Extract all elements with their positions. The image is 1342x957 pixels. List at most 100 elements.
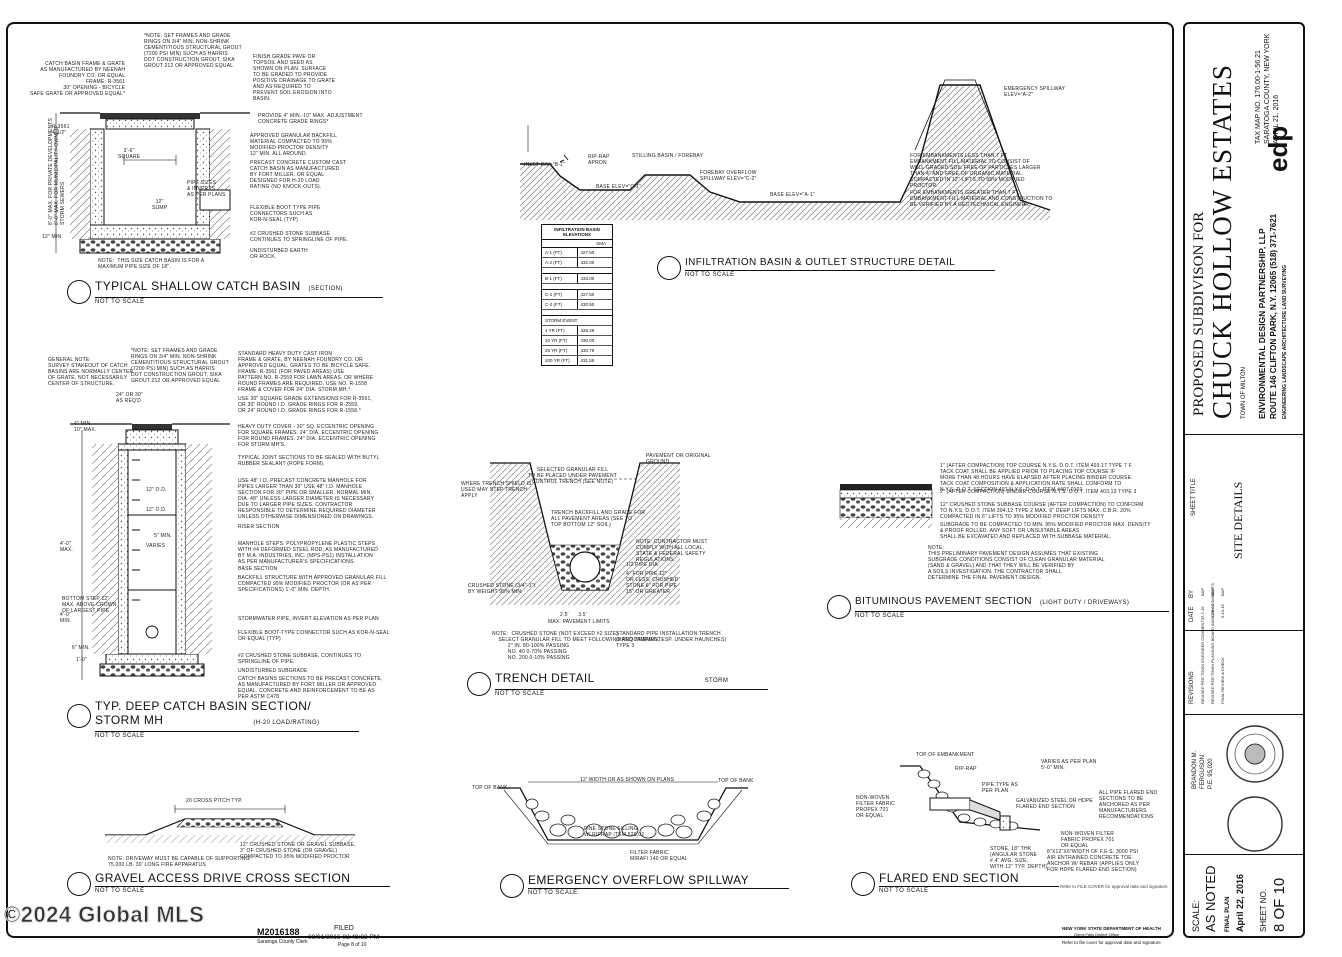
table-cell: 430.78 [576, 346, 613, 355]
tr-std-note: STANDARD PIPE INSTALLATION TRENCH (HAND … [616, 631, 727, 649]
tr-backfill-note: TRENCH BACKFILL AND GRADE FOR ALL PAVEME… [551, 510, 646, 528]
tr-stone-note: CRUSHED STONE (3/4"-1") BY WEIGHT 95% MI… [468, 583, 536, 595]
deep-base-note: BASE SECTION [238, 566, 278, 572]
seal-cell [1185, 714, 1303, 854]
deep-general-note: GENERAL NOTE: SURVEY STAKEOUT OF CATCH B… [48, 357, 134, 387]
engineer-name: BRANDON M. FERGUSON P.E. 95,020 [1192, 750, 1214, 789]
fe-all-note: ALL PIPE FLARED END SECTIONS TO BE ANCHO… [1099, 790, 1158, 820]
trench-detail-drawing [490, 462, 680, 605]
filed-page: Page 8 of 10 [338, 942, 367, 948]
sp-fabric-note: FILTER FABRIC MIRAFI 140 OR EQUAL [630, 850, 688, 862]
scale-note: NOT TO SCALE [95, 299, 145, 305]
tr-fill-note: SELECTED GRANULAR FILL TO BE PLACED UNDE… [528, 467, 618, 485]
detail-marker [500, 874, 524, 898]
final-plan-date: April 22, 2016 [1235, 873, 1245, 932]
table-cell: 427.50 [576, 248, 613, 257]
revision-row: BAP [1220, 587, 1225, 596]
inf-emerg-note: EMERGENCY SPILLWAY ELEV="A-2" [1004, 86, 1066, 98]
scale-note: NOT TO SCALE [495, 691, 545, 697]
pv-sub-note: 12" CRUSHED STONE SUBBASE COURSE (AFTER … [940, 502, 1144, 520]
cb-sump-dim: 12" SUMP [152, 199, 168, 211]
title-flared-end: FLARED END SECTION NOT TO SCALE [851, 872, 1059, 896]
fe-stone-note: STONE, 18" THK (ANGULAR STONE # 4" AVG. … [990, 846, 1048, 870]
cb-top-note: *NOTE: SET FRAMES AND GRADE RINGS ON 3/4… [144, 33, 242, 69]
deep-varies-dim: VARIES [146, 543, 166, 549]
inf-stilling-note: STILLING BASIN / FOREBAY [632, 153, 704, 159]
tr-width-note: MAX. PAVEMENT LIMITS [548, 619, 610, 625]
revision-row: FINAL REVIEW & CHECK [1220, 657, 1225, 704]
deep-riser-note: RISER SECTION [238, 524, 280, 530]
title-text: TRENCH DETAIL [495, 671, 595, 685]
fe-rip-note: RIP-RAP [955, 766, 977, 772]
deep-std-note: STANDARD HEAVY DUTY CAST IRON FRAME & GR… [238, 351, 374, 393]
revision-row: 7-7-16 [1200, 606, 1205, 618]
title-text: EMERGENCY OVERFLOW SPILLWAY [528, 874, 790, 889]
title-deep-catch-basin: TYP. DEEP CATCH BASIN SECTION/ STORM MH(… [67, 699, 360, 739]
cb-min-dim: 12" MIN. [42, 234, 63, 240]
scale-label: SCALE: [1191, 899, 1201, 932]
firm-name: ENVIRONMENTAL DESIGN PARTNERSHIP, LLP [1257, 228, 1267, 419]
project-name: CHUCK HOLLOW ESTATES [1207, 64, 1237, 419]
tr-bedding-note: 4" FOR PIPE 12" OR LESS, CRUSHED STONE 6… [626, 571, 679, 595]
tr-notes: NOTE: CRUSHED STONE (NOT EXCEED #2 SIZE)… [492, 631, 663, 661]
sp-bank-right: TOP OF BANK [718, 778, 754, 784]
title-tag: STORM [704, 678, 729, 684]
sheet-no-label: SHEET NO. [1259, 889, 1268, 932]
title-text: TYP. DEEP CATCH BASIN SECTION/ [95, 699, 312, 713]
flared-end-drawing [900, 765, 1041, 831]
table-row: 10 YR (FT)430.00 [542, 336, 612, 346]
deep-od2-dim: 12" O.D. [146, 507, 167, 513]
revision-row: BAP [1200, 587, 1205, 596]
cb-pipe-dim: PIPE SIZES & INVERTS AS PER PLANS [187, 180, 226, 198]
revision-row: 8-26-16 [1210, 604, 1215, 618]
project-prefix: PROPOSED SUBDIVISON FOR [1191, 211, 1207, 416]
title-text: TYPICAL SHALLOW CATCH BASIN [95, 279, 301, 293]
table-cell: 1 YR (FT) [545, 328, 565, 333]
cb-square-dim: 3'-6" SQUARE [118, 148, 141, 160]
deep-steps-note: MANHOLE STEPS: POLYPROPYLENE PLASTIC STE… [238, 541, 379, 565]
cb-backfill-note: APPROVED GRANULAR BACKFILL MATERIAL COMP… [250, 133, 338, 157]
firm-address: ROUTE 146 CLIFTON PARK, N.Y. 12065 (518)… [1269, 213, 1278, 419]
table-row: B-1 (FT)433.00 [542, 274, 612, 284]
deep-top-dim: 24" OR 30" AS REQ'D [116, 392, 143, 404]
pavement-section-drawing [839, 484, 933, 528]
table-cell: 431.55 [576, 356, 613, 365]
detail-marker [851, 872, 875, 896]
revision-row: 9-10-16 [1220, 604, 1225, 618]
deep-catch-basin-drawing [70, 423, 230, 680]
inf-base-c-note: BASE ELEV="C-1" [596, 184, 642, 190]
cb-earth-note: UNDISTURBED EARTH OR ROCK. [250, 248, 308, 260]
cb-boot-note: FLEXIBLE BOOT TYPE PIPE CONNECTORS SUCH … [250, 205, 321, 223]
cb-size-note: NOTE: THIS SIZE CATCH BASIN IS FOR A MAX… [98, 258, 205, 270]
title-text: INFILTRATION BASIN & OUTLET STRUCTURE DE… [685, 256, 996, 271]
scale-note: NOT TO SCALE [528, 890, 578, 896]
deep-top-note: *NOTE: SET FRAMES AND GRADE RINGS ON 3/4… [131, 348, 229, 384]
pv-grade-note: SUBGRADE TO BE COMPACTED TO MIN. 95% MOD… [940, 522, 1151, 540]
table-gap [542, 284, 612, 290]
pv-top-note: 1" (AFTER COMPACTION) TOP COURSE N.Y.S. … [940, 463, 1133, 493]
deep-joint-note: TYPICAL JOINT SECTIONS TO BE SEALED WITH… [238, 455, 380, 467]
cb-rings-note: PROVIDE 4" MIN.-10" MAX. ADJUSTMENT CONC… [258, 113, 363, 125]
cb-frame-note: CATCH BASIN FRAME & GRATE AS MANUFACTURE… [30, 61, 126, 97]
sp-top-note: 12' WIDTH OR AS SHOWN ON PLANS [580, 777, 675, 783]
tr-width-dim: 2.5' 3.5' [560, 612, 587, 618]
revision-row: REVISED PER TOWN PLANNING BOARD AND DOH … [1210, 583, 1215, 704]
sp-fill-note: FINE STONE FILLING W/ RIPRAP ITEM 620.02 [584, 826, 645, 838]
fe-fab2-note: NON-WOVEN FILTER FABRIC PROPEX 701 OR EQ… [1061, 831, 1115, 849]
title-infiltration-basin: INFILTRATION BASIN & OUTLET STRUCTURE DE… [657, 256, 996, 280]
doh-stamp-note: Refer to file cover for approval date an… [1062, 940, 1161, 945]
table-row: C-1 (FT)427.50 [542, 290, 612, 300]
filed-label: FILED [334, 925, 354, 932]
pe-seal [1226, 725, 1284, 783]
shallow-catch-basin-drawing [55, 112, 250, 254]
gr-sub-note: 12" CRUSHED STONE OR GRAVEL SUBBASE, 3" … [240, 842, 356, 860]
detail-marker [657, 256, 681, 280]
table-cell: A-1 (FT) [545, 250, 562, 255]
inf-base-a-note: BASE ELEV="A-1" [770, 192, 815, 198]
table-subheading: SMA [542, 240, 612, 248]
inf-inlet-note: INLET INV="B-1" [524, 162, 566, 168]
deep-min5-dim: 5" MIN. [154, 533, 172, 539]
fe-varies-note: VARIES AS PER PLAN 5'-0" MIN. [1041, 759, 1097, 771]
tr-sheeting-note: WHERE TRENCH SHIELD IS USED MAY STEP TRE… [461, 481, 532, 499]
drawing-sheet [6, 22, 1174, 938]
